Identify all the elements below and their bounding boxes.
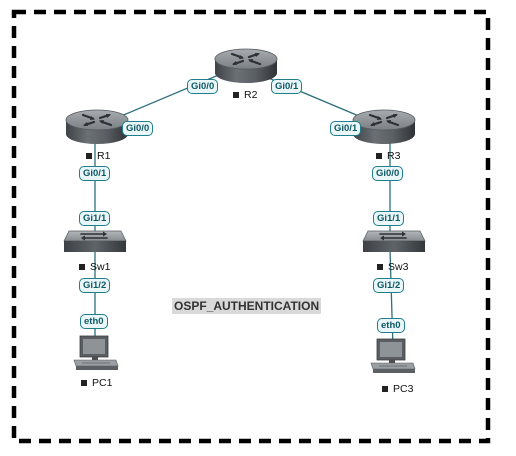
port-label-sw3-r3: Gi1/1 <box>373 211 405 226</box>
node-name: R1 <box>97 150 111 162</box>
port-label-r3-r2: Gi0/1 <box>330 121 362 136</box>
node-name: R2 <box>244 89 258 101</box>
port-label-sw1-r1: Gi1/1 <box>79 211 111 226</box>
port-label-r1-sw1: Gi0/1 <box>79 166 111 181</box>
router-r3-icon[interactable] <box>351 108 417 146</box>
diagram-title: OSPF_AUTHENTICATION <box>172 298 322 314</box>
switch-sw1-icon[interactable] <box>63 230 127 253</box>
node-name: Sw3 <box>388 261 409 273</box>
frame-border <box>11 9 491 444</box>
node-name: Sw1 <box>90 261 111 273</box>
port-label-sw1-pc1: Gi1/2 <box>79 278 111 293</box>
node-label-r1: R1 <box>86 150 110 162</box>
port-label-pc3-sw3: eth0 <box>377 318 405 333</box>
node-name: PC3 <box>393 383 414 395</box>
node-marker <box>81 380 87 386</box>
node-marker <box>376 153 382 159</box>
pc-pc1-icon[interactable] <box>73 335 119 371</box>
switch-sw3-icon[interactable] <box>362 230 426 253</box>
node-label-pc3: PC3 <box>382 383 413 395</box>
node-label-r2: R2 <box>233 89 257 101</box>
node-marker <box>86 153 92 159</box>
node-label-r3: R3 <box>376 150 400 162</box>
node-name: R3 <box>387 150 401 162</box>
node-label-sw1: Sw1 <box>79 261 110 273</box>
port-label-r1-r2: Gi0/0 <box>122 121 154 136</box>
node-marker <box>377 264 383 270</box>
pc-pc3-icon[interactable] <box>370 338 416 374</box>
port-label-r3-sw3: Gi0/0 <box>372 166 404 181</box>
node-name: PC1 <box>92 377 113 389</box>
port-label-pc1-sw1: eth0 <box>80 314 108 329</box>
node-marker <box>79 264 85 270</box>
router-r2-icon[interactable] <box>213 47 279 85</box>
node-label-pc1: PC1 <box>81 377 112 389</box>
port-label-sw3-pc3: Gi1/2 <box>373 278 405 293</box>
node-marker <box>382 386 388 392</box>
router-r1-icon[interactable] <box>64 108 130 146</box>
port-label-r2-r1: Gi0/0 <box>187 79 219 94</box>
node-marker <box>233 92 239 98</box>
node-label-sw3: Sw3 <box>377 261 408 273</box>
port-label-r2-r3: Gi0/1 <box>271 79 303 94</box>
